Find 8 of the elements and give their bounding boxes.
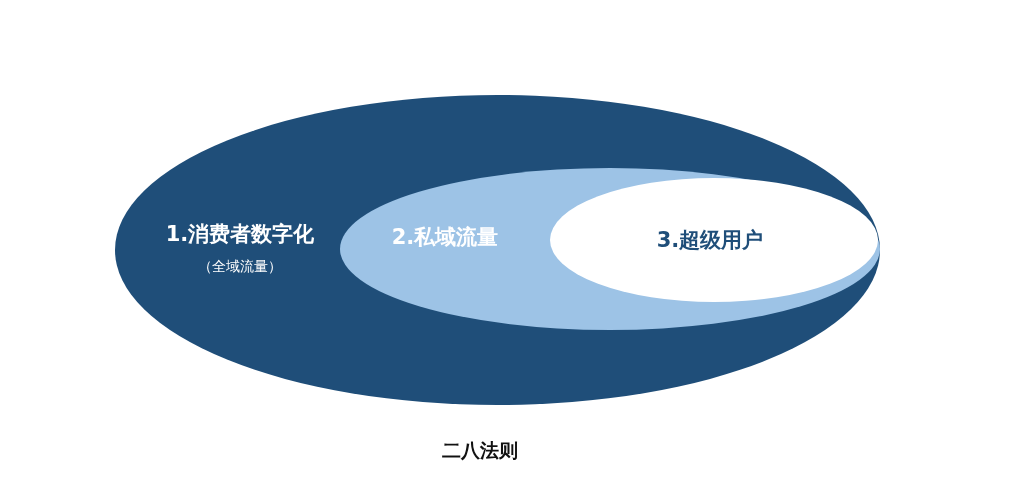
ellipse-region <box>115 95 880 405</box>
ellipse-region <box>550 178 878 302</box>
region-sublabel: （全域流量） <box>197 258 283 276</box>
ellipse-region <box>340 168 880 330</box>
region-label: 2.私域流量 <box>390 224 500 251</box>
region-label: 1.消费者数字化 <box>164 221 316 248</box>
caption: 二八法则 <box>441 438 519 463</box>
region-label: 3.超级用户 <box>655 227 765 254</box>
